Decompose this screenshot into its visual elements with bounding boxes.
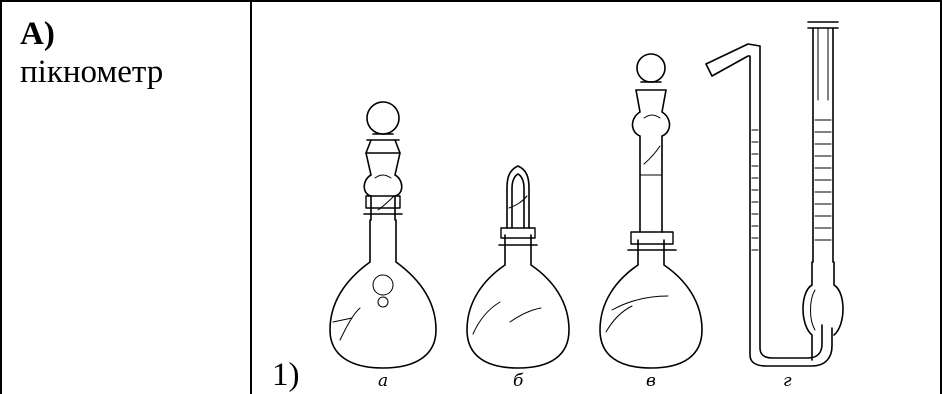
table-right-border <box>940 0 942 394</box>
item-number: 1) <box>272 357 300 393</box>
caption-d: г <box>783 371 792 391</box>
term-text: пікнометр <box>20 54 164 90</box>
term-cell: А) пікнометр <box>20 15 240 91</box>
pycnometer-d-figure <box>705 21 844 367</box>
table-top-border <box>0 0 942 2</box>
table-column-divider <box>250 0 252 394</box>
caption-c: в <box>646 371 656 391</box>
pycnometer-c-figure <box>599 53 703 369</box>
table-left-border <box>0 0 2 394</box>
pycnometer-a-figure <box>329 101 437 369</box>
pycnometer-illustration: а б в г <box>329 21 844 391</box>
caption-a: а <box>378 371 388 391</box>
caption-b: б <box>513 371 524 391</box>
pycnometer-b-figure <box>466 165 570 369</box>
option-label: А) <box>20 16 55 52</box>
